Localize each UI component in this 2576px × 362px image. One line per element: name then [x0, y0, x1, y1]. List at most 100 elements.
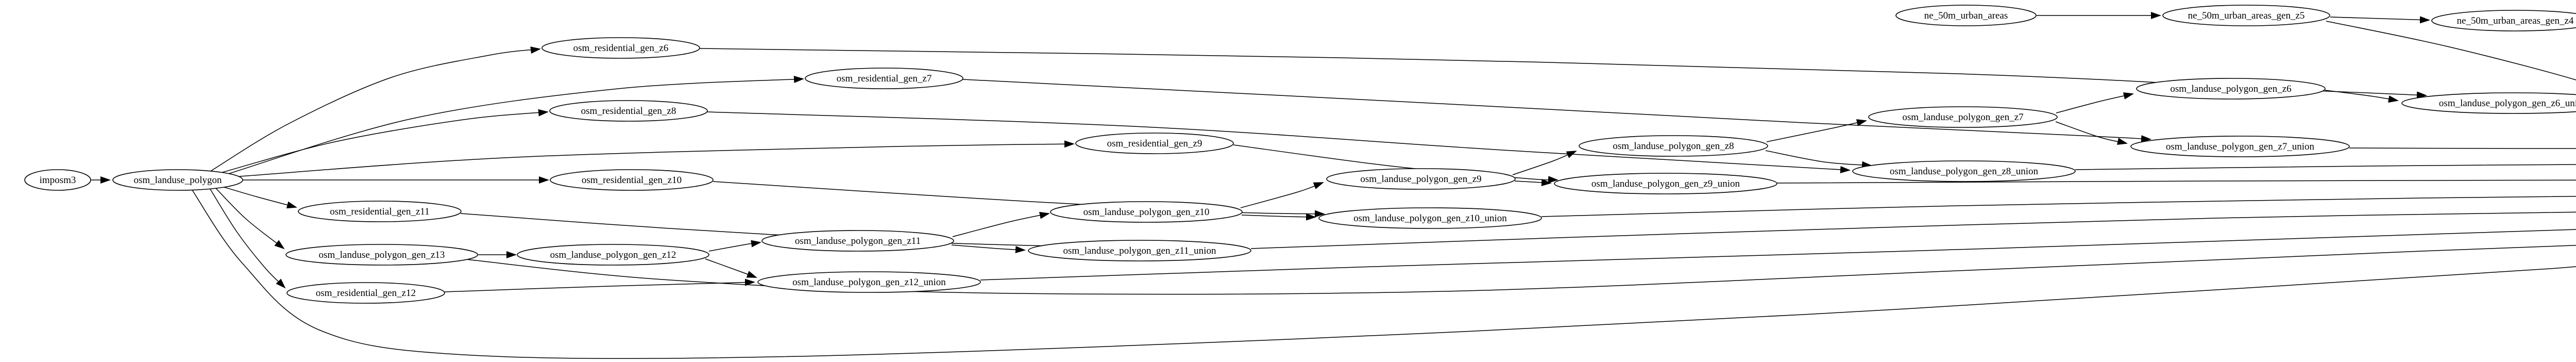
node-osm-residential-gen-z9: osm_residential_gen_z9	[1075, 133, 1234, 154]
edge-osm-landuse-polygon-to-osm-landuse-polygon-gen-z13	[214, 187, 285, 250]
node-osm-residential-gen-z8: osm_residential_gen_z8	[549, 100, 708, 122]
node-shape-osm-landuse-polygon-gen-z11-union	[1028, 240, 1251, 261]
node-shape-osm-residential-gen-z10	[550, 169, 714, 191]
node-shape-osm-landuse-polygon-gen-z6	[2136, 78, 2326, 100]
node-label-osm-residential-gen-z10: osm_residential_gen_z10	[582, 175, 682, 186]
node-shape-ne-50m-urban-areas-gen-z4	[2431, 10, 2576, 31]
edge-osm-landuse-polygon-gen-z9-to-osm-landuse-polygon-gen-z8	[1512, 151, 1577, 175]
node-osm-landuse-polygon-gen-z8-union: osm_landuse_polygon_gen_z8_union	[1852, 160, 2076, 182]
node-shape-osm-residential-gen-z11	[298, 201, 462, 222]
node-osm-landuse-polygon-gen-z7-union: osm_landuse_polygon_gen_z7_union	[2130, 136, 2350, 157]
edge-osm-landuse-polygon-gen-z10-to-osm-landuse-polygon-gen-z10-union	[1241, 213, 1316, 221]
node-shape-osm-residential-gen-z6	[541, 37, 700, 59]
node-osm-landuse-polygon-gen-z6-union: osm_landuse_polygon_gen_z6_union	[2401, 92, 2576, 114]
node-osm-landuse-polygon-gen-z12: osm_landuse_polygon_gen_z12	[517, 244, 709, 266]
node-label-osm-landuse-polygon-gen-z12: osm_landuse_polygon_gen_z12	[550, 250, 676, 260]
node-shape-osm-landuse-polygon-gen-z7-union	[2130, 136, 2350, 157]
edge-osm-residential-gen-z12-to-osm-landuse-polygon-gen-z12-union	[444, 278, 755, 292]
node-label-osm-landuse-polygon-gen-z10: osm_landuse_polygon_gen_z10	[1083, 207, 1210, 218]
node-osm-landuse-polygon: osm_landuse_polygon	[112, 169, 243, 191]
edge-osm-landuse-polygon-gen-z8-union-to-layer-landuse-z8	[2075, 164, 2576, 170]
edge-osm-residential-gen-z8-to-osm-landuse-polygon-gen-z8-union	[707, 111, 1851, 173]
node-ne-50m-urban-areas-gen-z5: ne_50m_urban_areas_gen_z5	[2162, 5, 2330, 26]
node-osm-landuse-polygon-gen-z10-union: osm_landuse_polygon_gen_z10_union	[1318, 207, 1542, 229]
edge-osm-residential-gen-z10-to-osm-landuse-polygon-gen-z10-union	[713, 181, 1325, 218]
edge-osm-landuse-polygon-gen-z12-union-to-layer-landuse-z12	[980, 229, 2576, 281]
edge-osm-landuse-polygon-to-osm-residential-gen-z11	[218, 185, 297, 209]
edge-osm-landuse-polygon-to-osm-residential-gen-z9	[239, 140, 1075, 177]
edge-osm-landuse-polygon-gen-z12-to-osm-landuse-polygon-gen-z11	[708, 240, 761, 252]
node-shape-osm-landuse-polygon-gen-z13	[285, 244, 478, 266]
node-shape-osm-landuse-polygon-gen-z11	[761, 230, 954, 252]
node-shape-osm-landuse-polygon-gen-z8	[1579, 135, 1768, 157]
node-osm-landuse-polygon-gen-z11-union: osm_landuse_polygon_gen_z11_union	[1028, 240, 1251, 261]
node-label-osm-landuse-polygon-gen-z6-union: osm_landuse_polygon_gen_z6_union	[2439, 98, 2576, 109]
node-shape-osm-residential-gen-z9	[1075, 133, 1234, 154]
node-shape-ne-50m-urban-areas	[1895, 5, 2037, 26]
edge-osm-landuse-polygon-to-osm-residential-gen-z7	[226, 75, 804, 175]
node-label-osm-landuse-polygon-gen-z11: osm_landuse_polygon_gen_z11	[795, 236, 921, 246]
node-shape-osm-landuse-polygon-gen-z7	[1868, 106, 2058, 128]
node-label-osm-residential-gen-z9: osm_residential_gen_z9	[1107, 138, 1202, 149]
node-label-osm-residential-gen-z6: osm_residential_gen_z6	[573, 43, 669, 54]
node-shape-osm-landuse-polygon-gen-z8-union	[1852, 160, 2076, 182]
node-osm-landuse-polygon-gen-z13: osm_landuse_polygon_gen_z13	[285, 244, 478, 266]
edge-osm-landuse-polygon-to-osm-residential-gen-z12	[209, 188, 286, 289]
node-shape-osm-landuse-polygon-gen-z10	[1050, 201, 1243, 223]
node-shape-osm-residential-gen-z12	[286, 282, 445, 304]
node-osm-residential-gen-z12: osm_residential_gen_z12	[286, 282, 445, 304]
node-label-osm-residential-gen-z12: osm_residential_gen_z12	[316, 288, 416, 299]
node-shape-ne-50m-urban-areas-gen-z5	[2162, 5, 2330, 26]
edge-ne-50m-urban-areas-gen-z5-to-layer-landuse-z5	[2326, 21, 2576, 80]
node-osm-residential-gen-z7: osm_residential_gen_z7	[805, 68, 963, 89]
node-label-ne-50m-urban-areas-gen-z5: ne_50m_urban_areas_gen_z5	[2188, 10, 2305, 21]
node-label-osm-landuse-polygon-gen-z10-union: osm_landuse_polygon_gen_z10_union	[1353, 213, 1507, 224]
edge-osm-landuse-polygon-gen-z13-to-layer-landuse-z13	[466, 244, 2576, 295]
node-osm-landuse-polygon-gen-z9: osm_landuse_polygon_gen_z9	[1326, 168, 1516, 190]
edge-osm-residential-gen-z7-to-osm-landuse-polygon-gen-z7-union	[962, 79, 2151, 143]
node-label-osm-residential-gen-z11: osm_residential_gen_z11	[330, 206, 429, 217]
node-label-osm-residential-gen-z7: osm_residential_gen_z7	[837, 73, 932, 84]
edge-osm-landuse-polygon-gen-z9-union-to-layer-landuse-z9	[1776, 179, 2576, 184]
node-label-osm-landuse-polygon-gen-z11-union: osm_landuse_polygon_gen_z11_union	[1063, 245, 1216, 256]
node-osm-landuse-polygon-gen-z12-union: osm_landuse_polygon_gen_z12_union	[757, 271, 981, 293]
node-label-osm-landuse-polygon-gen-z8-union: osm_landuse_polygon_gen_z8_union	[1890, 166, 2039, 177]
edge-osm-landuse-polygon-gen-z11-union-to-layer-landuse-z11	[1250, 211, 2576, 249]
node-label-osm-landuse-polygon-gen-z9: osm_landuse_polygon_gen_z9	[1360, 174, 1481, 185]
node-osm-landuse-polygon-gen-z8: osm_landuse_polygon_gen_z8	[1579, 135, 1768, 157]
node-osm-residential-gen-z10: osm_residential_gen_z10	[550, 169, 714, 191]
node-label-osm-landuse-polygon-gen-z9-union: osm_landuse_polygon_gen_z9_union	[1591, 178, 1740, 189]
edge-osm-landuse-polygon-gen-z7-to-osm-landuse-polygon-gen-z6	[2056, 92, 2134, 113]
edges-layer	[91, 12, 2576, 359]
node-osm-landuse-polygon-gen-z6: osm_landuse_polygon_gen_z6	[2136, 78, 2326, 100]
node-osm-landuse-polygon-gen-z11: osm_landuse_polygon_gen_z11	[761, 230, 954, 252]
edge-osm-landuse-polygon-gen-z8-to-osm-landuse-polygon-gen-z8-union	[1765, 150, 1872, 169]
node-shape-osm-landuse-polygon-gen-z12-union	[757, 271, 981, 293]
edge-osm-landuse-polygon-gen-z7-union-to-layer-landuse-z7	[2349, 147, 2576, 149]
edge-ne-50m-urban-areas-gen-z5-to-ne-50m-urban-areas-gen-z4	[2330, 16, 2430, 24]
node-label-osm-landuse-polygon-gen-z7: osm_landuse_polygon_gen_z7	[1902, 112, 2023, 123]
node-label-osm-landuse-polygon-gen-z8: osm_landuse_polygon_gen_z8	[1613, 141, 1734, 152]
edge-osm-landuse-polygon-gen-z11-to-osm-landuse-polygon-gen-z11-union	[951, 244, 1026, 253]
node-label-osm-residential-gen-z8: osm_residential_gen_z8	[581, 106, 676, 117]
node-shape-osm-landuse-polygon-gen-z9	[1326, 168, 1516, 190]
node-shape-osm-landuse-polygon-gen-z12	[517, 244, 709, 266]
nodes-layer: imposm3 osm_landuse_polygon osm_residentia…	[24, 5, 2576, 304]
node-osm-landuse-polygon-gen-z10: osm_landuse_polygon_gen_z10	[1050, 201, 1243, 223]
edge-osm-landuse-polygon-to-osm-residential-gen-z6	[209, 46, 541, 172]
edge-osm-landuse-polygon-gen-z7-to-osm-landuse-polygon-gen-z7-union	[2055, 121, 2128, 145]
edge-osm-landuse-polygon-to-layer-landuse-z14plus	[191, 189, 2576, 359]
node-osm-landuse-polygon-gen-z7: osm_landuse_polygon_gen_z7	[1868, 106, 2058, 128]
node-shape-osm-residential-gen-z8	[549, 100, 708, 122]
edge-osm-landuse-polygon-to-osm-residential-gen-z8	[218, 109, 549, 174]
node-shape-osm-landuse-polygon-gen-z10-union	[1318, 207, 1542, 229]
edge-osm-landuse-polygon-gen-z12-to-osm-landuse-polygon-gen-z12-union	[705, 258, 757, 278]
node-label-osm-landuse-polygon: osm_landuse_polygon	[134, 175, 222, 186]
node-imposm3: imposm3	[24, 169, 91, 191]
edge-osm-landuse-polygon-gen-z11-to-osm-landuse-polygon-gen-z10	[952, 211, 1050, 237]
node-shape-osm-landuse-polygon-gen-z9-union	[1554, 173, 1777, 194]
edge-osm-landuse-polygon-gen-z10-to-osm-landuse-polygon-gen-z9	[1240, 182, 1324, 208]
node-label-osm-landuse-polygon-gen-z7-union: osm_landuse_polygon_gen_z7_union	[2166, 141, 2315, 152]
